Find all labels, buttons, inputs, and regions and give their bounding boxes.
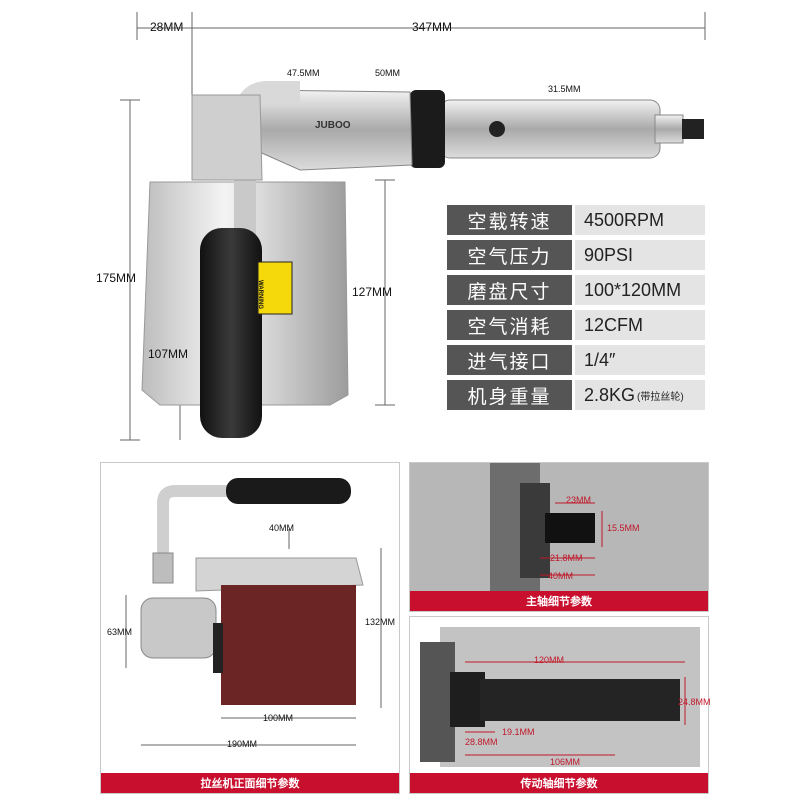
front-dim-100mm: 100MM <box>263 713 294 723</box>
front-panel-caption: 拉丝机正面细节参数 <box>101 773 399 793</box>
spec-value-text: 100*120MM <box>584 279 682 300</box>
front-dim-63mm: 63MM <box>107 627 133 637</box>
front-tool-illustration <box>125 478 382 746</box>
spec-value-text: 90PSI <box>584 244 634 265</box>
spec-value-text: 1/4″ <box>584 349 616 370</box>
spec-value-text: 4500RPM <box>584 209 665 230</box>
spindle-dim-15-5mm: 15.5MM <box>607 523 640 533</box>
spec-row: 空气压力 90PSI <box>447 240 705 270</box>
main-tool-diagram: 28MM 347MM 47.5MM 50MM 31.5MM 175MM 127M… <box>96 12 706 441</box>
shaft-dim-19-1mm: 19.1MM <box>502 727 535 737</box>
front-dim-190mm: 190MM <box>227 739 258 749</box>
spec-value: 100*120MM <box>575 275 705 305</box>
shaft-dim-24-8mm: 24.8MM <box>678 697 711 707</box>
spec-row: 机身重量 2.8KG(带拉丝轮) <box>447 380 705 410</box>
shaft-dim-120mm: 120MM <box>534 655 565 665</box>
spec-label: 空气消耗 <box>447 310 572 340</box>
shaft-dim-106mm: 106MM <box>550 757 581 767</box>
spec-row: 磨盘尺寸 100*120MM <box>447 275 705 305</box>
spindle-illustration <box>410 463 708 591</box>
dim-50mm: 50MM <box>375 68 401 78</box>
spec-value: 4500RPM <box>575 205 705 235</box>
dim-347mm: 347MM <box>412 20 453 34</box>
front-detail-panel: 40MM 63MM 132MM 100MM 190MM 拉丝机正面细节参数 <box>100 462 400 794</box>
shaft-dim-28-8mm: 28.8MM <box>465 737 498 747</box>
shaft-panel-caption: 传动轴细节参数 <box>410 773 708 793</box>
spec-row: 空载转速 4500RPM <box>447 205 705 235</box>
front-dim-132mm: 132MM <box>365 617 396 627</box>
spec-value: 1/4″ <box>575 345 705 375</box>
spindle-dim-23mm: 23MM <box>566 495 592 505</box>
warning-label-text: WARNING <box>257 280 263 309</box>
dim-107mm: 107MM <box>148 347 189 361</box>
spec-label: 进气接口 <box>447 345 572 375</box>
spec-row: 进气接口 1/4″ <box>447 345 705 375</box>
spec-value: 12CFM <box>575 310 705 340</box>
spindle-dim-40mm: 40MM <box>548 571 574 581</box>
dim-47-5mm: 47.5MM <box>287 68 320 78</box>
dim-31-5mm: 31.5MM <box>548 84 581 94</box>
spec-label: 机身重量 <box>447 380 572 410</box>
main-tool-illustration <box>120 12 706 441</box>
spec-row: 空气消耗 12CFM <box>447 310 705 340</box>
spec-label: 空载转速 <box>447 205 572 235</box>
shaft-illustration <box>410 617 708 773</box>
spindle-detail-panel: 23MM 15.5MM 21.8MM 40MM 主轴细节参数 <box>409 462 709 612</box>
dim-175mm: 175MM <box>96 271 137 285</box>
spec-label: 磨盘尺寸 <box>447 275 572 305</box>
spec-value-text: 2.8KG <box>584 384 636 405</box>
spindle-panel-caption: 主轴细节参数 <box>410 591 708 611</box>
front-dim-40mm: 40MM <box>269 523 295 533</box>
spec-value-text: 12CFM <box>584 314 644 335</box>
spec-label: 空气压力 <box>447 240 572 270</box>
dim-127mm: 127MM <box>352 285 393 299</box>
brand-logo-text: JUBOO <box>315 120 351 131</box>
shaft-detail-panel: 120MM 24.8MM 28.8MM 19.1MM 106MM 传动轴细节参数 <box>409 616 711 794</box>
spec-value: 90PSI <box>575 240 705 270</box>
spec-value-note: (带拉丝轮) <box>637 391 684 403</box>
spindle-dim-21-8mm: 21.8MM <box>550 553 583 563</box>
spec-value: 2.8KG(带拉丝轮) <box>575 380 705 410</box>
dim-28mm: 28MM <box>150 20 184 34</box>
